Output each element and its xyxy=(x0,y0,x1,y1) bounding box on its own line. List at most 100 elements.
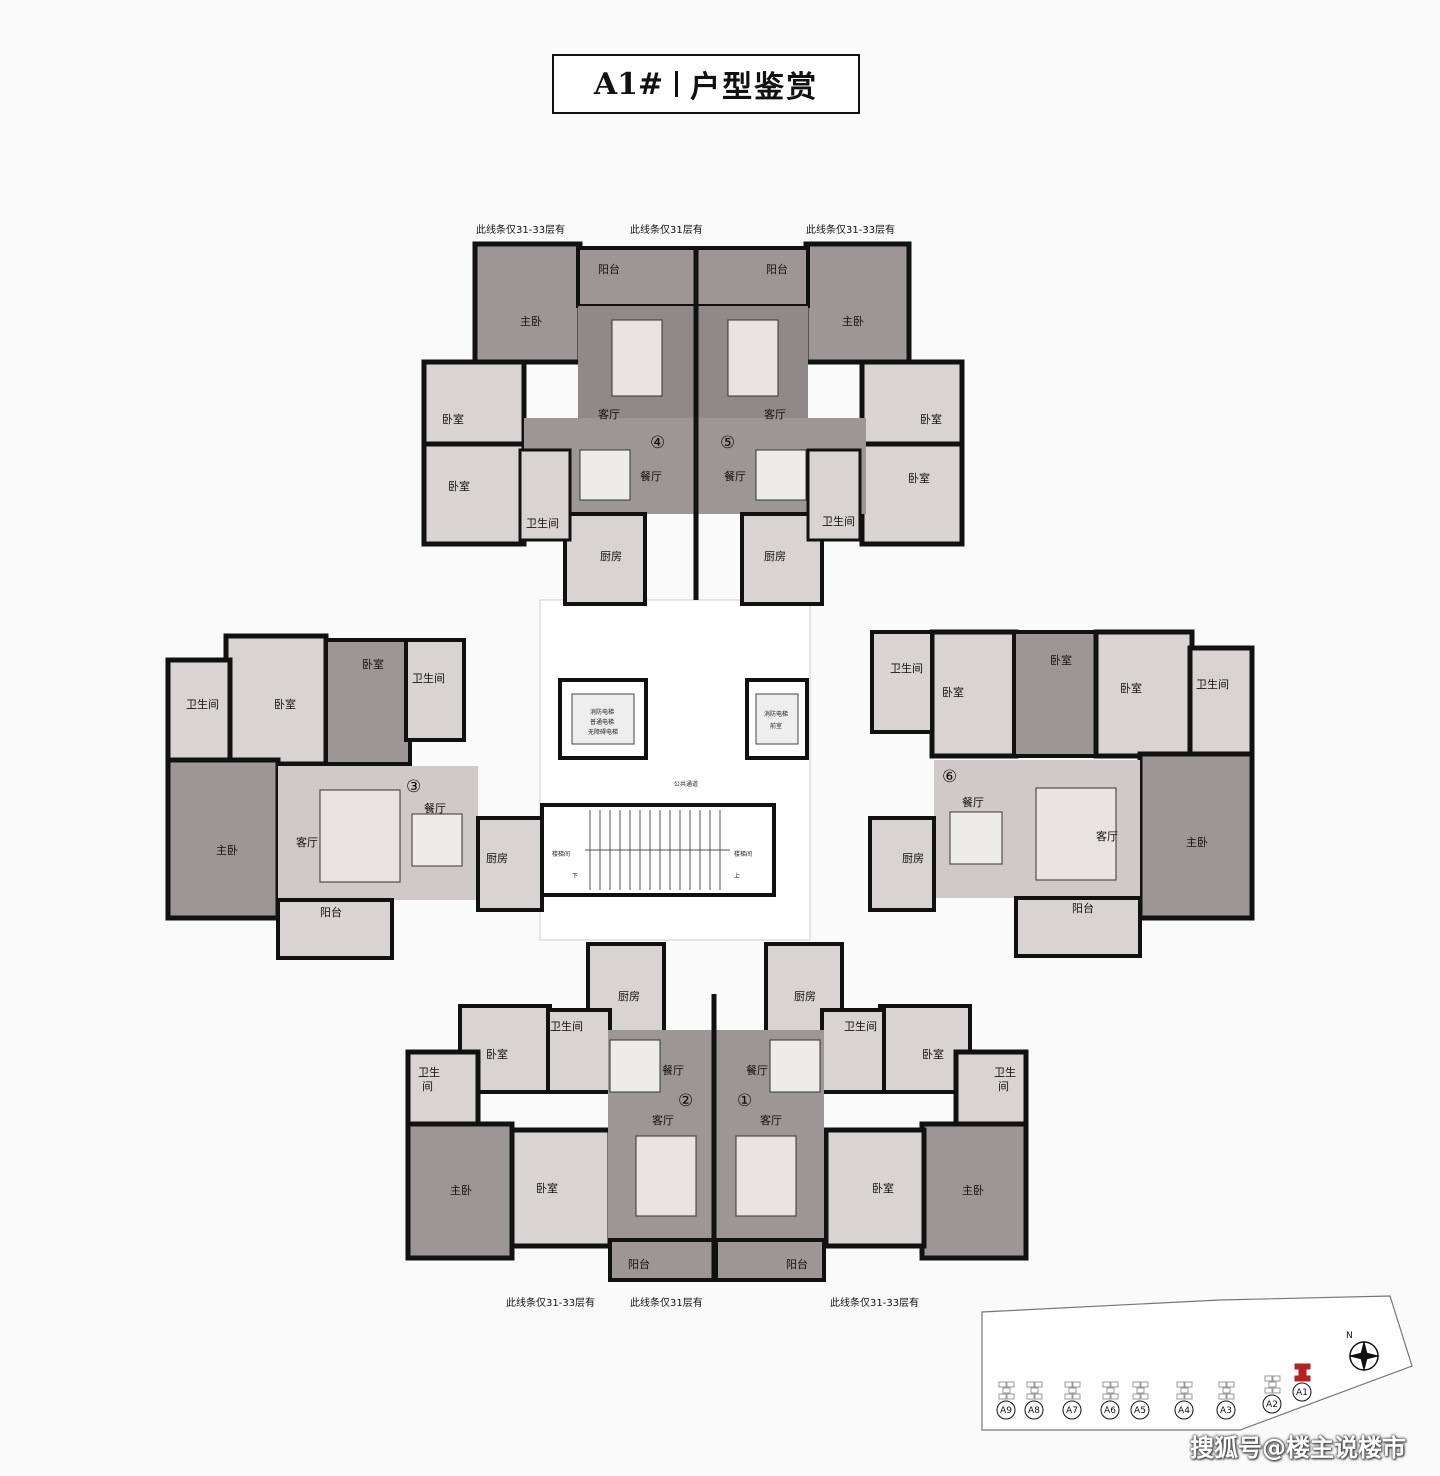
label-elevator: 普通电梯 xyxy=(590,718,614,726)
unit-3 xyxy=(165,633,544,960)
label-kitchen: 厨房 xyxy=(764,550,786,563)
site-building-marker xyxy=(1130,1400,1150,1420)
label-bath-split-top: 卫生 xyxy=(994,1065,1016,1079)
site-building-icon xyxy=(1294,1363,1311,1382)
unit-numbers: ① ② ③ ④ ⑤ ⑥ xyxy=(406,433,957,1111)
label-bathroom: 卫生间 xyxy=(822,514,855,528)
label-dining-room: 餐厅 xyxy=(724,469,746,483)
north-compass: N xyxy=(1346,1331,1380,1372)
label-bedroom: 卧室 xyxy=(362,657,384,671)
label-dining-room: 餐厅 xyxy=(746,1063,768,1077)
label-living-room: 客厅 xyxy=(652,1113,674,1127)
unit-number-2: ② xyxy=(678,1091,693,1111)
site-building-icon xyxy=(1064,1381,1081,1400)
floor-notes: 此线条仅31-33层有 此线条仅31层有 此线条仅31-33层有 此线条仅31-… xyxy=(476,223,919,1309)
title-name: 户型鉴赏 xyxy=(690,70,819,105)
site-building-icon xyxy=(998,1381,1015,1400)
site-building-marker xyxy=(1216,1400,1236,1420)
label-living-room: 客厅 xyxy=(764,407,786,421)
label-bedroom: 卧室 xyxy=(274,697,296,711)
label-kitchen: 厨房 xyxy=(794,990,816,1003)
unit-6 xyxy=(868,629,1255,958)
label-bedroom: 卧室 xyxy=(922,1047,944,1061)
label-bedroom: 卧室 xyxy=(872,1181,894,1195)
site-building-label: A1 xyxy=(1296,1388,1308,1398)
label-master-bedroom: 主卧 xyxy=(216,844,238,857)
site-building-label: A5 xyxy=(1134,1406,1146,1416)
building-code: A1# xyxy=(593,66,664,102)
label-stair-room: 楼梯间 xyxy=(552,850,570,858)
unit-1 xyxy=(714,942,1029,1282)
label-elevator: 消防电梯 xyxy=(590,708,614,716)
label-dining-room: 餐厅 xyxy=(424,801,446,815)
label-elevator: 消防电梯 xyxy=(764,710,788,718)
label-bath-split-bottom: 间 xyxy=(998,1080,1009,1093)
label-bath-split-top: 卫生 xyxy=(418,1065,440,1079)
site-building-label: A6 xyxy=(1104,1406,1116,1416)
site-building-icon xyxy=(1218,1381,1235,1400)
label-bathroom: 卫生间 xyxy=(890,661,923,675)
watermark: 搜狐号@楼主说楼市 xyxy=(1190,1434,1406,1462)
note-top-right: 此线条仅31-33层有 xyxy=(806,223,895,236)
label-kitchen: 厨房 xyxy=(618,990,640,1003)
central-core xyxy=(539,599,811,941)
unit-number-3: ③ xyxy=(406,777,421,797)
title-separator xyxy=(675,71,679,97)
unit-4 xyxy=(421,241,698,606)
site-building-icon xyxy=(1132,1381,1149,1400)
label-balcony: 阳台 xyxy=(598,262,620,276)
label-dining-room: 餐厅 xyxy=(662,1063,684,1077)
label-bathroom: 卫生间 xyxy=(186,697,219,711)
label-kitchen: 厨房 xyxy=(600,550,622,563)
label-balcony: 阳台 xyxy=(786,1257,808,1271)
site-building-icon xyxy=(1026,1381,1043,1400)
label-bedroom: 卧室 xyxy=(536,1181,558,1195)
room-labels: 主卧 阳台 卧室 卧室 客厅 餐厅 卫生间 厨房 主卧 阳台 卧室 卧室 客厅 … xyxy=(186,262,1229,1271)
site-building-label: A4 xyxy=(1178,1406,1190,1416)
site-building-marker xyxy=(1024,1400,1044,1420)
unit-2 xyxy=(405,942,716,1282)
label-bathroom: 卫生间 xyxy=(1196,677,1229,691)
label-bedroom: 卧室 xyxy=(920,412,942,426)
note-top-center: 此线条仅31层有 xyxy=(630,223,703,236)
label-up: 上 xyxy=(734,872,740,880)
label-bedroom: 卧室 xyxy=(442,412,464,426)
label-balcony: 阳台 xyxy=(628,1257,650,1271)
label-bedroom: 卧室 xyxy=(908,471,930,485)
site-building-label: A9 xyxy=(1000,1406,1012,1416)
note-bottom-right: 此线条仅31-33层有 xyxy=(830,1296,919,1309)
label-bathroom: 卫生间 xyxy=(526,516,559,530)
site-building-label: A7 xyxy=(1066,1406,1078,1416)
unit-number-6: ⑥ xyxy=(942,767,957,787)
site-building-marker xyxy=(1174,1400,1194,1420)
note-bottom-left: 此线条仅31-33层有 xyxy=(506,1296,595,1309)
label-dining-room: 餐厅 xyxy=(640,469,662,483)
label-master-bedroom: 主卧 xyxy=(450,1184,472,1197)
label-down: 下 xyxy=(572,873,578,880)
site-building-icon xyxy=(1176,1381,1193,1400)
site-building-marker xyxy=(1062,1400,1082,1420)
unit-5 xyxy=(694,241,965,606)
north-label: N xyxy=(1346,1331,1353,1341)
label-bedroom: 卧室 xyxy=(942,685,964,699)
label-bedroom: 卧室 xyxy=(448,479,470,493)
label-bedroom: 卧室 xyxy=(1050,653,1072,667)
label-balcony: 阳台 xyxy=(320,905,342,919)
label-balcony: 阳台 xyxy=(766,262,788,276)
label-balcony: 阳台 xyxy=(1072,901,1094,915)
label-living-room: 客厅 xyxy=(760,1113,782,1127)
label-dining-room: 餐厅 xyxy=(962,795,984,809)
label-living-room: 客厅 xyxy=(296,835,318,849)
label-stair-room: 楼梯间 xyxy=(734,850,752,858)
label-elevator: 前室 xyxy=(770,722,782,730)
site-building-icon xyxy=(1264,1375,1281,1394)
label-living-room: 客厅 xyxy=(598,407,620,421)
site-building-marker xyxy=(1292,1382,1312,1402)
note-top-left: 此线条仅31-33层有 xyxy=(476,223,565,236)
label-living-room: 客厅 xyxy=(1096,829,1118,843)
label-bath-split-bottom: 间 xyxy=(422,1080,433,1093)
site-building-label: A8 xyxy=(1028,1406,1040,1416)
